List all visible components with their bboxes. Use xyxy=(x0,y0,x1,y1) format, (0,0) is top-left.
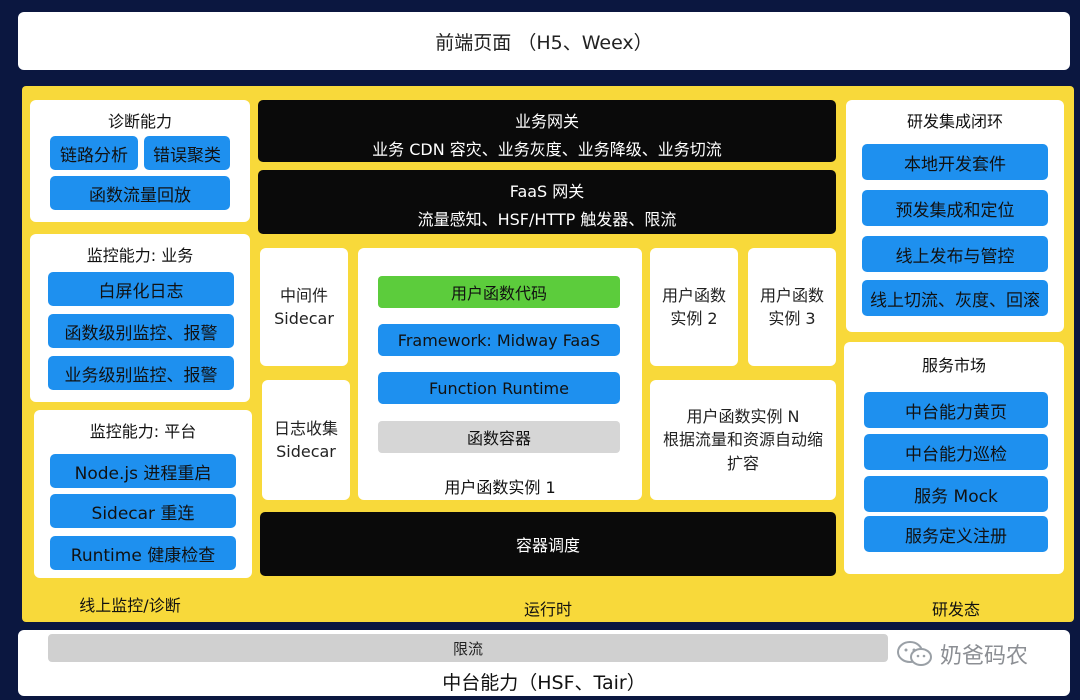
gray-rollback-button[interactable]: 线上切流、灰度、回滚 xyxy=(862,280,1048,316)
service-mock-button[interactable]: 服务 Mock xyxy=(864,476,1048,512)
release-control-button[interactable]: 线上发布与管控 xyxy=(862,236,1048,272)
biz-gateway: 业务网关 业务 CDN 容灾、业务灰度、业务降级、业务切流 xyxy=(258,100,836,162)
sidecar-reconnect-button[interactable]: Sidecar 重连 xyxy=(50,494,236,528)
local-dev-button[interactable]: 本地开发套件 xyxy=(862,144,1048,180)
service-register-button[interactable]: 服务定义注册 xyxy=(864,516,1048,552)
faas-gateway-sub: 流量感知、HSF/HTTP 触发器、限流 xyxy=(417,210,677,229)
trace-analysis-button[interactable]: 链路分析 xyxy=(50,136,138,170)
instance2-label: 用户函数 实例 2 xyxy=(661,285,726,328)
error-cluster-button[interactable]: 错误聚类 xyxy=(144,136,230,170)
faas-gateway: FaaS 网关 流量感知、HSF/HTTP 触发器、限流 xyxy=(258,170,836,234)
platform-title: 中台能力（HSF、Tair） xyxy=(442,672,646,694)
pre-release-button[interactable]: 预发集成和定位 xyxy=(862,190,1048,226)
middleware-sidecar-label: 中间件 Sidecar xyxy=(274,285,334,328)
function-instance-1: 用户函数代码 Framework: Midway FaaS Function R… xyxy=(358,248,642,500)
container-block: 函数容器 xyxy=(378,421,620,453)
frontend-bar: 前端页面 （H5、Weex） xyxy=(18,12,1070,70)
service-market-panel: 服务市场 中台能力黄页 中台能力巡检 服务 Mock 服务定义注册 xyxy=(844,342,1064,574)
middleware-sidecar: 中间件 Sidecar xyxy=(260,248,348,366)
log-button[interactable]: 白屏化日志 xyxy=(48,272,234,306)
platform-monitor-panel: 监控能力: 平台 Node.js 进程重启 Sidecar 重连 Runtime… xyxy=(34,410,252,578)
func-monitor-button[interactable]: 函数级别监控、报警 xyxy=(48,314,234,348)
service-market-title: 服务市场 xyxy=(921,356,986,375)
rate-limit-strip: 限流 xyxy=(48,634,888,662)
inspection-button[interactable]: 中台能力巡检 xyxy=(864,434,1048,470)
biz-alert-button[interactable]: 业务级别监控、报警 xyxy=(48,356,234,390)
platform-bar: 限流 中台能力（HSF、Tair） xyxy=(18,630,1070,696)
log-sidecar: 日志收集 Sidecar xyxy=(262,380,350,500)
user-code-block: 用户函数代码 xyxy=(378,276,620,308)
function-instance-n: 用户函数实例 N 根据流量和资源自动缩 扩容 xyxy=(650,380,836,500)
right-footer: 研发态 xyxy=(931,600,980,619)
faas-gateway-title: FaaS 网关 xyxy=(509,182,585,201)
biz-gateway-title: 业务网关 xyxy=(514,112,579,131)
function-instance-2: 用户函数 实例 2 xyxy=(650,248,738,366)
instance1-label: 用户函数实例 1 xyxy=(444,478,556,497)
yellow-pages-button[interactable]: 中台能力黄页 xyxy=(864,392,1048,428)
watermark-text: 奶爸码农 xyxy=(940,644,1029,669)
log-sidecar-label: 日志收集 Sidecar xyxy=(273,418,338,461)
diagnosis-title: 诊断能力 xyxy=(107,112,172,131)
function-instance-3: 用户函数 实例 3 xyxy=(748,248,836,366)
biz-gateway-sub: 业务 CDN 容灾、业务灰度、业务降级、业务切流 xyxy=(372,140,722,159)
node-restart-button[interactable]: Node.js 进程重启 xyxy=(50,454,236,488)
dev-loop-title: 研发集成闭环 xyxy=(906,112,1003,131)
wechat-icon xyxy=(897,641,932,666)
traffic-replay-button[interactable]: 函数流量回放 xyxy=(50,176,230,210)
watermark: 奶爸码农 xyxy=(896,638,1056,670)
rate-limit-label: 限流 xyxy=(452,639,483,658)
platform-monitor-title: 监控能力: 平台 xyxy=(89,422,197,441)
dev-loop-panel: 研发集成闭环 本地开发套件 预发集成和定位 线上发布与管控 线上切流、灰度、回滚 xyxy=(846,100,1064,332)
biz-monitor-panel: 监控能力: 业务 白屏化日志 函数级别监控、报警 业务级别监控、报警 xyxy=(30,234,250,402)
instance3-label: 用户函数 实例 3 xyxy=(759,285,824,328)
frontend-title: 前端页面 （H5、Weex） xyxy=(435,31,653,54)
scheduler-label: 容器调度 xyxy=(515,536,580,555)
biz-monitor-title: 监控能力: 业务 xyxy=(86,246,194,265)
instanceN-label: 用户函数实例 N 根据流量和资源自动缩 扩容 xyxy=(662,407,823,473)
runtime-block: Function Runtime xyxy=(378,372,620,404)
middle-footer: 运行时 xyxy=(523,600,572,619)
container-scheduler: 容器调度 xyxy=(260,512,836,576)
left-footer: 线上监控/诊断 xyxy=(79,596,181,615)
framework-block: Framework: Midway FaaS xyxy=(378,324,620,356)
diagnosis-panel: 诊断能力 链路分析 错误聚类 函数流量回放 xyxy=(30,100,250,222)
runtime-health-button[interactable]: Runtime 健康检查 xyxy=(50,536,236,570)
